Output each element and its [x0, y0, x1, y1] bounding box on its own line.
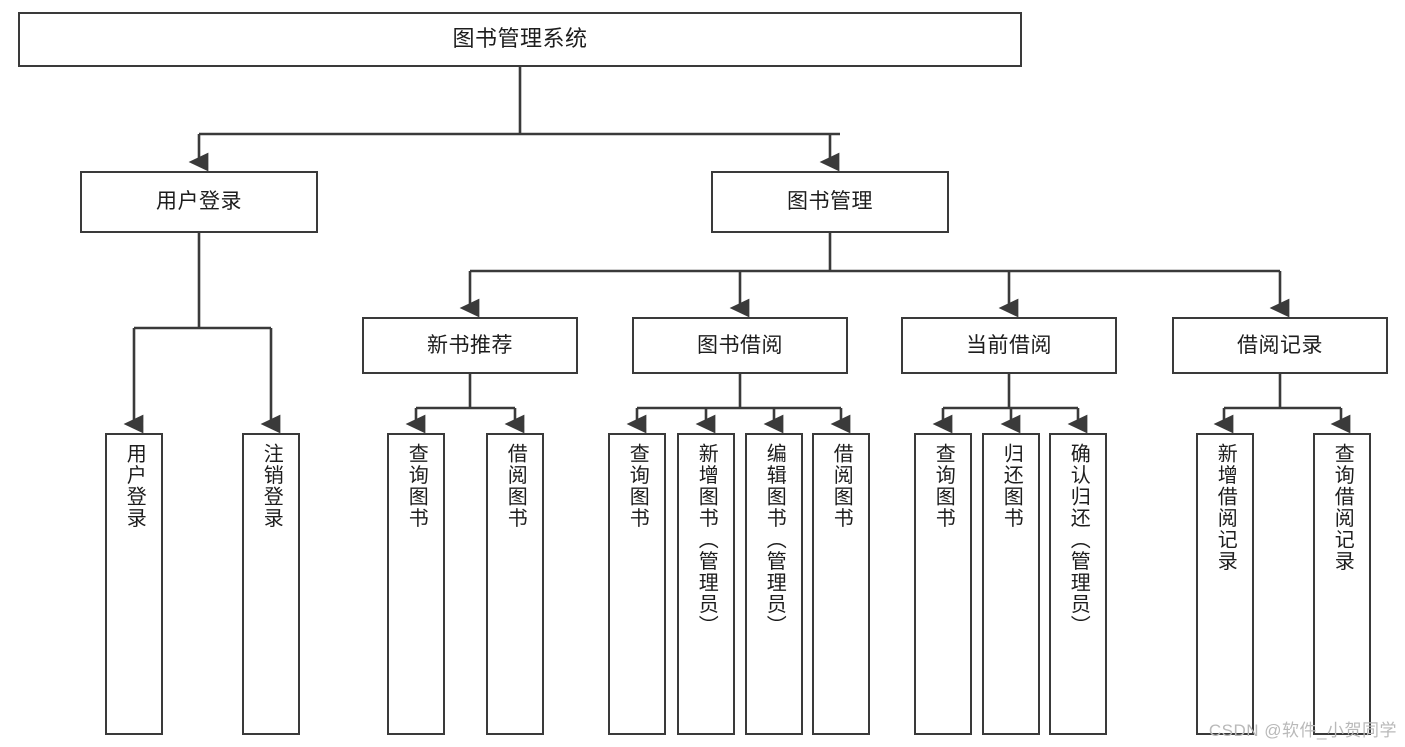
node-current-borrow[interactable]: 当前借阅: [901, 317, 1117, 374]
node-label: 当前借阅: [966, 333, 1052, 357]
node-root-system[interactable]: 图书管理系统: [18, 12, 1022, 67]
node-label: 归还图书: [1000, 443, 1023, 529]
leaf-query-borrow-record[interactable]: 查询借阅记录: [1313, 433, 1371, 735]
node-book-borrow[interactable]: 图书借阅: [632, 317, 848, 374]
leaf-confirm-return-admin[interactable]: 确认归还（管理员）: [1049, 433, 1107, 735]
leaf-query-book-current[interactable]: 查询图书: [914, 433, 972, 735]
node-label: 确认归还（管理员）: [1067, 443, 1090, 637]
leaf-add-book-admin[interactable]: 新增图书（管理员）: [677, 433, 735, 735]
node-label: 新增图书（管理员）: [695, 443, 718, 637]
node-label: 查询借阅记录: [1331, 443, 1354, 572]
node-label: 查询图书: [626, 443, 649, 529]
leaf-edit-book-admin[interactable]: 编辑图书（管理员）: [745, 433, 803, 735]
csdn-watermark: CSDN @软件_小贺同学: [1208, 721, 1397, 740]
leaf-borrow-book-new[interactable]: 借阅图书: [486, 433, 544, 735]
node-label: 查询图书: [932, 443, 955, 529]
node-book-management[interactable]: 图书管理: [711, 171, 949, 233]
node-new-book-recommend[interactable]: 新书推荐: [362, 317, 578, 374]
leaf-query-book-new[interactable]: 查询图书: [387, 433, 445, 735]
leaf-user-login[interactable]: 用户登录: [105, 433, 163, 735]
node-label: 用户登录: [123, 443, 146, 529]
node-label: 用户登录: [156, 190, 242, 214]
node-label: 图书管理: [787, 190, 873, 214]
leaf-add-borrow-record[interactable]: 新增借阅记录: [1196, 433, 1254, 735]
node-label: 查询图书: [405, 443, 428, 529]
leaf-query-book-borrow[interactable]: 查询图书: [608, 433, 666, 735]
node-label: 图书借阅: [697, 333, 783, 357]
node-label: 借阅记录: [1237, 333, 1323, 357]
node-label: 编辑图书（管理员）: [763, 443, 786, 637]
node-label: 新增借阅记录: [1214, 443, 1237, 572]
node-label: 新书推荐: [427, 333, 513, 357]
node-label: 借阅图书: [830, 443, 853, 529]
leaf-borrow-book[interactable]: 借阅图书: [812, 433, 870, 735]
node-label: 注销登录: [260, 443, 283, 529]
node-label: 图书管理系统: [452, 26, 588, 52]
leaf-logout[interactable]: 注销登录: [242, 433, 300, 735]
node-user-login[interactable]: 用户登录: [80, 171, 318, 233]
leaf-return-book[interactable]: 归还图书: [982, 433, 1040, 735]
node-borrow-record[interactable]: 借阅记录: [1172, 317, 1388, 374]
node-label: 借阅图书: [504, 443, 527, 529]
